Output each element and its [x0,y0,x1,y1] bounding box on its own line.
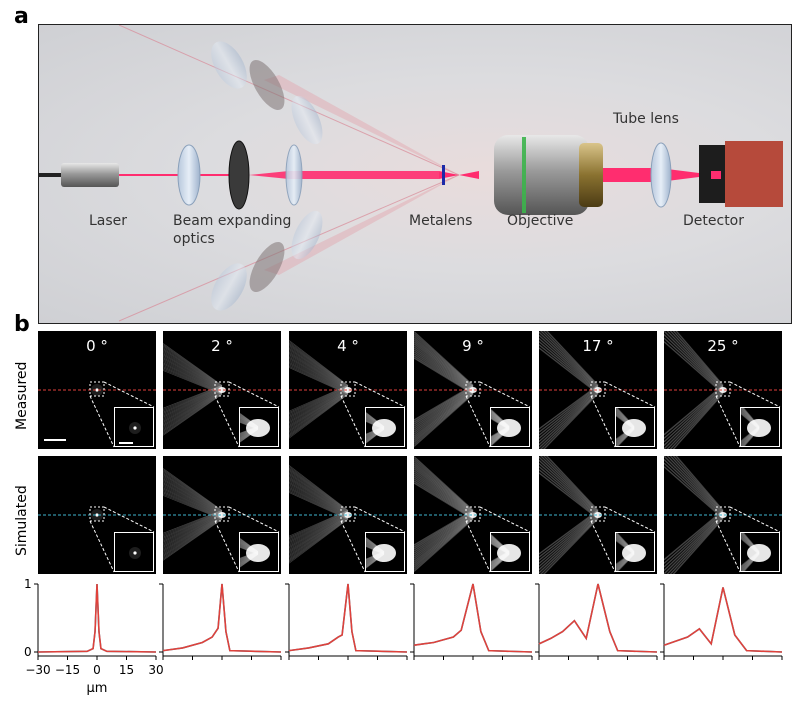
measured-profile-line [413,583,533,653]
plot-axes [162,584,281,657]
simulated-psf-tile [414,456,532,574]
simulated-profile-line [413,583,533,653]
simulated-psf-tile [38,456,156,574]
angle-label: 17 ° [582,337,614,355]
measured-psf-tile: 2 ° [163,331,281,449]
zoom-indicator [163,506,281,573]
measured-psf-tile: 9 ° [414,331,532,449]
optical-setup-drawing [39,25,783,322]
zoom-inset [365,532,405,572]
zoom-inset [365,407,405,447]
angle-label: 4 ° [337,337,359,355]
simulated-psf-tile [289,456,407,574]
optics-label: optics [173,231,215,247]
plot-axes [413,584,532,657]
upper-faint-beam [118,25,460,176]
zoom-inset [239,532,279,572]
measured-psf-tile: 4 ° [289,331,407,449]
x-tick-label: −30 [25,663,50,677]
zoom-inset [239,407,279,447]
metalens-element [442,165,445,185]
zoom-indicator [539,506,657,573]
tube-lens-element [650,142,672,208]
cross-section-plots: 1 0 −30 −15 0 15 30 μm [24,578,783,696]
measured-row-label: Measured [14,361,30,430]
measured-profile-line [162,583,282,653]
plot-axes [538,584,657,657]
measured-profile-line [288,583,408,653]
scale-bar [44,439,66,441]
zoom-indicator [664,381,782,448]
detector-label: Detector [683,213,745,229]
inset-scale-bar [119,442,133,444]
lower-faint-beam [118,174,460,322]
collimated-beam [599,168,659,182]
angle-label: 9 ° [462,337,484,355]
zoom-indicator [38,506,156,573]
x-tick-label: −15 [55,663,80,677]
expander-lens-2 [228,140,250,210]
expander-lens-1 [177,144,201,206]
zoom-indicator [539,381,657,448]
simulated-psf-tile [539,456,657,574]
expander-lens-3 [285,144,303,206]
x-tick-label: 15 [119,663,134,677]
simulated-profile-line [538,583,658,653]
panel-a-label: a [14,4,29,29]
simulated-psf-tile [664,456,782,574]
zoom-inset [114,407,154,447]
zoom-inset [114,532,154,572]
zoom-inset [740,532,780,572]
measured-profile-line [37,583,157,653]
measured-profile-line [663,587,783,653]
x-axis-unit: μm [87,681,108,696]
simulated-psf-tile [163,456,281,574]
angle-label: 0 ° [86,337,108,355]
y-tick-label: 0 [24,645,32,659]
measured-psf-tile: 17 ° [539,331,657,449]
plot-axes [663,584,782,657]
x-tick-label: 30 [148,663,163,677]
zoom-indicator [289,506,407,573]
zoom-inset [615,407,655,447]
beam-expanding-label: Beam expanding [173,213,292,229]
angle-label: 25 ° [707,337,739,355]
objective-label: Objective [507,213,574,229]
zoom-indicator [38,381,156,448]
optical-setup-scene: Laser Beam expanding optics Metalens Obj… [38,24,792,324]
y-tick-label: 1 [24,578,32,591]
zoom-indicator [163,381,281,448]
zoom-indicator [289,381,407,448]
laser-label: Laser [89,213,128,229]
objective-body [494,135,589,215]
simulated-profile-line [663,587,783,653]
simulated-profile-line [162,583,282,653]
zoom-inset [490,532,530,572]
zoom-indicator [414,381,532,448]
tube-lens-label: Tube lens [613,111,679,127]
zoom-indicator [664,506,782,573]
detector-body [725,141,783,207]
simulated-profile-line [288,583,408,653]
plot-axes [288,584,407,657]
x-tick-label: 0 [93,663,101,677]
metalens-label: Metalens [409,213,473,229]
simulated-row-label: Simulated [14,485,30,556]
zoom-inset [490,407,530,447]
zoom-inset [740,407,780,447]
zoom-indicator [414,506,532,573]
zoom-inset [615,532,655,572]
measured-psf-tile: 0 ° [38,331,156,449]
panel-b-label: b [14,312,30,337]
objective-thread [579,143,603,207]
measured-psf-tile: 25 ° [664,331,782,449]
expanded-beam [249,171,439,179]
laser-head [61,163,119,187]
measured-profile-line [538,583,658,653]
angle-label: 2 ° [211,337,233,355]
